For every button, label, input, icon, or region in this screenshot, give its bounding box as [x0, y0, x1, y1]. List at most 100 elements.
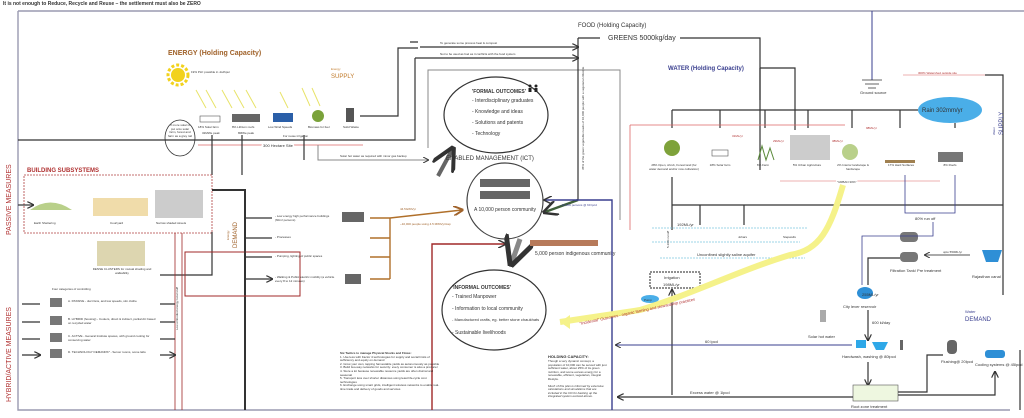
energy-item-sub: 8MWe peak: [238, 131, 254, 135]
sun-icon: [166, 63, 190, 87]
active-icon: [50, 333, 62, 342]
farm-grass-icon: [757, 144, 775, 162]
solar-farm-icon: [199, 115, 221, 123]
water-use: 18% Solar farm: [709, 164, 731, 167]
solid-waste-arrow: [360, 41, 418, 117]
food-to-community-arrow: [545, 198, 579, 212]
caption: It is not enough to Reduce, Recycle and …: [3, 1, 201, 7]
urban-label: "URBAN 30%": [837, 180, 856, 184]
controlling-item: B. HYBRID (housing) - Coolers, direct & …: [68, 318, 156, 325]
handwash-icons: [856, 340, 903, 350]
building-title: BUILDING SUBSYSTEMS: [27, 168, 99, 174]
building-subsystems-box: [23, 174, 213, 234]
dense-cluster-label: DENSE CLUSTERS for mutual shading and wa…: [92, 268, 152, 275]
six-tactics: Six Tactics to manage Physical Stocks an…: [340, 352, 440, 392]
formal-item: - Knowledge and ideas: [472, 109, 523, 115]
water-flow: 98ML/yr: [866, 126, 877, 130]
energy-title: ENERGY (Holding Capacity): [168, 50, 261, 57]
water-flow-people: ~10,000 persons @ 60 lpcd: [560, 203, 597, 207]
energy-item: Biomass for fuel: [308, 125, 330, 129]
car-icon: [345, 274, 361, 284]
hybrid-measures-label: HYBRID/ACTIVE MEASURES: [6, 307, 13, 402]
pump-icon: [641, 295, 659, 303]
energy-item: 18% Solar farm: [198, 125, 219, 129]
water-use: 8% Roofs: [943, 164, 957, 167]
formal-outcomes-cloud: [443, 76, 549, 154]
solar-hot-water-line: [427, 69, 621, 220]
energy-note-cloud: [164, 119, 196, 157]
community-to-informal-arrow: [512, 239, 520, 262]
energy-icons: [199, 108, 354, 123]
water-supply-label: SUPPLY: [999, 112, 1005, 135]
water-use: 28% Open, shrub, Forest land (for water …: [649, 164, 699, 171]
indigenous-label: 5,000 person indigenous community: [535, 251, 616, 257]
root-zone-icon: [852, 384, 899, 402]
water-demand-small: Water: [965, 309, 976, 314]
building-item: Courtyard: [110, 221, 124, 225]
hard-surface-icon: [885, 160, 915, 163]
landscape-icon: [842, 144, 858, 160]
tactics-title: Six Tactics to manage Physical Stocks an…: [340, 352, 412, 355]
shaded-street-icon: [155, 190, 203, 218]
runoff-80: 80% run off: [915, 216, 936, 221]
tactic: 3. Build two-way networks for security: …: [340, 365, 438, 370]
solid-waste-bin-icon: [346, 108, 354, 122]
lithium-roof-icon: [232, 114, 260, 122]
energy-supply-small: Energy: [331, 67, 341, 71]
holding-p2: Much of this plan is informed by extensi…: [548, 383, 604, 399]
demand-box: [184, 251, 301, 297]
aquifer-label: Unconfined slightly saline aquifer: [697, 252, 756, 257]
flow-label: 44.5GWh/yr: [400, 207, 416, 211]
kl-label: 600 kl/day: [872, 320, 890, 325]
water-use: 2% Interior landscape & hardscape: [837, 164, 869, 171]
filtration-label: Filtration Tank/ Pre treatment: [890, 268, 942, 273]
sun-note: 19% PLF possible in Jodhpur: [191, 70, 230, 74]
passive-measures-label: PASSIVE MEASURES: [6, 164, 13, 235]
lpcd60-label: 60 lpcd: [705, 339, 718, 344]
roofs-icon: [938, 152, 963, 162]
demand-item: - Low energy high performance buildings …: [275, 215, 330, 222]
earth-shelter-icon: [30, 202, 72, 210]
tap-icon: [856, 340, 866, 348]
tank-icon: [900, 232, 918, 242]
irrigation-box: [649, 271, 701, 289]
water-use: 5% Urban Agriculture: [792, 164, 822, 167]
people-icon: [480, 179, 530, 199]
informal-item: - Information to local community: [452, 306, 523, 312]
food-vertical-note: 35% of the green vegetable needs of 10,0…: [581, 66, 585, 170]
building-item: Narrow shaded streets: [156, 221, 187, 225]
controlling-item: D. TECHNOLOGY DEMANDS* - Server rooms, s…: [68, 351, 146, 354]
tactic: 6. Exchange using smart grids, intellige…: [340, 383, 440, 391]
watershed-label: 300% Watershed outside site: [918, 71, 957, 75]
informal-outcomes-cloud: [441, 269, 547, 351]
biomass-icon: [312, 110, 324, 122]
handwash-label: Handwash, washing @ 80lpcd: [842, 354, 896, 359]
tactic: 4. Store a lot because renewable resourc…: [340, 368, 434, 377]
red-flow-arrow: [431, 244, 505, 410]
forest-icon: [664, 140, 680, 156]
canal-icon: [982, 250, 1002, 262]
water-demand-label: DEMAND: [965, 317, 992, 323]
sun-rays: [195, 87, 321, 109]
reservoir-label: City lever reservoir: [843, 304, 877, 309]
hybrid-icon: [50, 316, 62, 325]
energy-demand-arrows: [370, 217, 391, 280]
runoff-label: 5-10% runoff: [666, 231, 670, 248]
energy-item: Low Wind Speeds: [268, 125, 293, 129]
energy-item: 8% Lithium roofs: [232, 125, 255, 129]
solar-heater-icon: [820, 310, 826, 322]
root-zone-label: Root zone treatment: [851, 404, 888, 409]
recharge-label: 192ML/yr: [677, 222, 694, 227]
demand-item: - Walking & Public electric mobility (a …: [275, 276, 335, 283]
toilet-icon: [947, 340, 957, 354]
water-use: 17% Hard Surfaces: [887, 164, 914, 167]
person-icon: [900, 340, 903, 350]
ground-source-label: Ground source: [860, 90, 887, 95]
reservoir-icon: [857, 287, 873, 299]
controlling-title: Four categories of controlling: [52, 287, 91, 291]
flushing-label: Flushing@ 20lpcd: [941, 359, 973, 364]
to-formal-arrow: [438, 150, 452, 177]
cooling-icon: [985, 350, 1005, 358]
indigenous-people-icon: [530, 240, 598, 246]
demand-vertical: Low embodied energy local stuff: [175, 287, 179, 330]
